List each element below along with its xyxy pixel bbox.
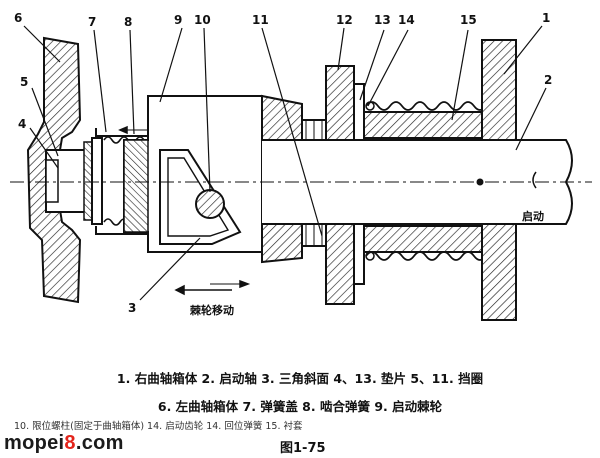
part-number: 5 [20, 75, 28, 89]
bushing [363, 111, 483, 253]
part-number: 7 [88, 15, 96, 29]
figure-number: 图1-75 [280, 441, 326, 456]
part-number: 9 [174, 13, 182, 27]
part-number: 2 [544, 73, 552, 87]
watermark-suffix: .com [75, 432, 124, 454]
part-number: 6 [14, 11, 22, 25]
left-boss [45, 141, 95, 221]
part-number: 14 [398, 13, 415, 27]
part-number-labels: 6 7 8 9 10 11 12 13 14 15 1 2 5 4 3 [14, 11, 552, 315]
site-watermark: mopei8.com [4, 432, 124, 455]
right-crankcase [481, 39, 517, 321]
part-number: 11 [252, 13, 269, 27]
part-number: 1 [542, 11, 550, 25]
part-number: 12 [336, 13, 353, 27]
part-number: 10 [194, 13, 211, 27]
ratchet-move-label: 棘轮移动 [190, 303, 234, 317]
part-number: 8 [124, 15, 132, 29]
legend-line-1: 1. 右曲轴箱体 2. 启动轴 3. 三角斜面 4、13. 垫片 5、11. 挡… [116, 371, 484, 386]
legend-line-2: 6. 左曲轴箱体 7. 弹簧盖 8. 啮合弹簧 9. 启动棘轮 [157, 399, 443, 414]
leader-lines [23, 25, 547, 301]
legend-line-3: 10. 限位螺柱(固定于曲轴箱体) 14. 启动齿轮 14. 回位弹簧 15. … [14, 421, 303, 432]
limit-stud [195, 189, 225, 219]
part-number: 13 [374, 13, 391, 27]
watermark-prefix: mopei [4, 432, 65, 454]
movement-arrows [118, 125, 251, 296]
part-number: 3 [128, 301, 136, 315]
part-number: 4 [18, 117, 26, 131]
start-direction-label: 启动 [522, 209, 544, 223]
kick-starter-assembly-drawing: 6 7 8 9 10 11 12 13 14 15 1 2 5 4 3 启动 棘… [10, 11, 592, 321]
part-number: 15 [460, 13, 477, 27]
watermark-digit: 8 [64, 432, 76, 454]
